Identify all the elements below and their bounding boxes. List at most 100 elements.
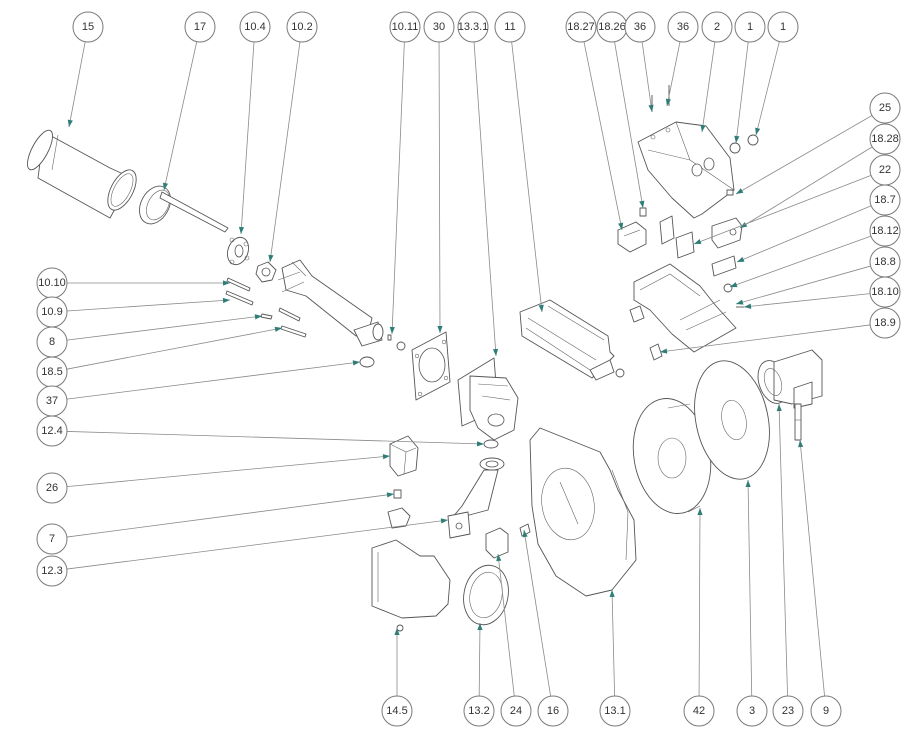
leader-line-23 [778, 403, 788, 697]
callout-circle [463, 695, 495, 727]
callout-24: 24 [500, 695, 532, 727]
arrow-icon [737, 256, 745, 262]
part-nozzle-assembly [277, 259, 384, 347]
arrow-icon [67, 119, 73, 127]
part-relay-base-22 [675, 231, 695, 259]
part-o-ring-12-4 [483, 439, 499, 449]
arrow-icon [730, 282, 738, 288]
leader-line-10-9 [66, 299, 231, 312]
callout-circle [494, 11, 526, 43]
callout-circle [381, 695, 413, 727]
leader-line-24 [497, 553, 515, 697]
part-back-plate [694, 360, 770, 480]
callout-circle [72, 11, 104, 43]
leader-line-1 [735, 41, 749, 144]
leader-line-2 [701, 41, 716, 133]
callout-circle [869, 215, 901, 247]
leader-line-13-3-1 [473, 41, 497, 357]
part-electrodes [225, 277, 307, 338]
arrow-icon [798, 440, 804, 448]
part-gas-pipe [447, 457, 505, 539]
arrow-icon [223, 280, 230, 286]
callout-label: 18.7 [874, 194, 895, 206]
callout-8: 8 [36, 326, 68, 358]
arrow-icon [734, 135, 740, 143]
part-box-24 [485, 527, 509, 559]
callout-circle [599, 695, 631, 727]
part-ring-with-rod [139, 185, 229, 233]
callout-label: 10.2 [291, 21, 312, 33]
leader-line-11 [511, 41, 543, 313]
callout-circle [667, 11, 699, 43]
callout-26: 26 [36, 472, 68, 504]
arrow-icon [254, 314, 262, 320]
part-control-box [633, 263, 737, 353]
callout-15: 15 [72, 11, 104, 43]
arrow-icon [162, 182, 169, 190]
callout-label: 18.8 [874, 256, 895, 268]
callout-label: 11 [504, 21, 515, 33]
callout-label: 10.9 [41, 306, 62, 318]
callout-18-7: 18.7 [869, 184, 901, 216]
callout-label: 42 [693, 705, 705, 717]
leader-line-18-8 [735, 265, 871, 305]
arrow-icon [492, 348, 499, 356]
callout-label: 10.11 [392, 21, 419, 33]
callout-circle [869, 123, 901, 155]
part-spacer-7 [393, 489, 402, 499]
callout-label: 18.26 [598, 21, 626, 33]
callout-circle [701, 11, 733, 43]
part-clip [639, 207, 647, 217]
arrow-icon [639, 200, 645, 208]
callout-circle [810, 695, 842, 727]
arrow-icon [736, 299, 744, 305]
callout-label: 17 [194, 21, 206, 33]
arrow-icon [697, 508, 703, 516]
arrow-icon [744, 303, 752, 309]
callout-11: 11 [494, 11, 526, 43]
callout-3: 3 [736, 695, 768, 727]
part-capacitor [794, 403, 802, 441]
callout-2: 2 [701, 11, 733, 43]
callout-circle [36, 415, 68, 447]
callout-label: 12.3 [41, 565, 62, 577]
callout-25: 25 [869, 92, 901, 124]
leader-line-22 [693, 175, 872, 245]
leader-line-25 [735, 115, 873, 195]
callout-circle [624, 11, 656, 43]
callout-10-10: 10.10 [36, 267, 68, 299]
callout-16: 16 [537, 695, 569, 727]
leader-line-12-3 [66, 519, 449, 570]
leader-line-18-28 [739, 146, 873, 229]
leader-line-42 [698, 507, 701, 697]
leader-line-36 [666, 41, 681, 107]
callout-circle [286, 11, 318, 43]
callout-10-9: 10.9 [36, 296, 68, 328]
leader-line-15 [68, 41, 86, 128]
callout-label: 1 [747, 21, 753, 33]
part-o-ring-37 [359, 356, 375, 368]
leader-line-13-1 [611, 589, 616, 697]
part-bracket-18-7 [711, 255, 737, 277]
callout-9: 9 [810, 695, 842, 727]
part-swirl-disc [227, 236, 250, 266]
arrow-icon [274, 326, 282, 332]
callout-label: 15 [82, 21, 94, 33]
callout-circle [184, 11, 216, 43]
part-control-knob [711, 217, 743, 249]
part-blast-tube [27, 129, 137, 219]
part-knob-18-12 [723, 283, 733, 293]
callout-circle [734, 11, 766, 43]
callout-30: 30 [423, 11, 455, 43]
leader-line-12-4 [66, 431, 485, 445]
callout-circle [500, 695, 532, 727]
part-air-inlet-housing [519, 299, 625, 381]
callout-circle [537, 695, 569, 727]
callout-label: 13.1 [604, 705, 625, 717]
callout-label: 10.4 [244, 21, 265, 33]
leader-lines [66, 41, 873, 697]
callout-10-2: 10.2 [286, 11, 318, 43]
part-fitting-16 [519, 523, 531, 537]
